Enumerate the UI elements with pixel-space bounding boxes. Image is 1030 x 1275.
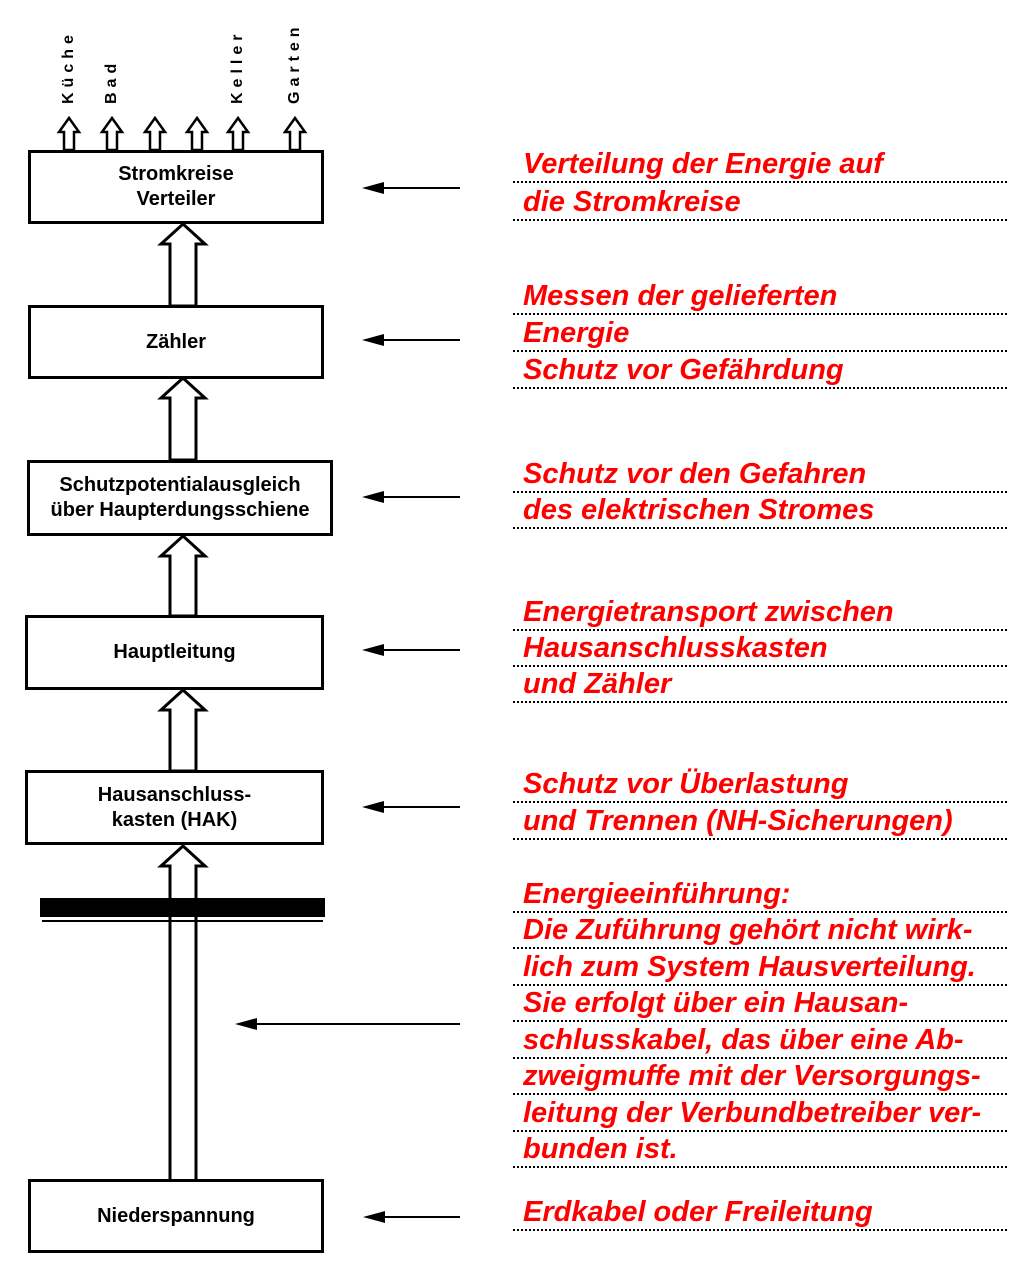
circuit-label-kueche: Küche <box>60 30 77 104</box>
annotation-line: bunden ist. <box>513 1132 1007 1168</box>
wall-bar-underline <box>42 920 323 922</box>
arrow-line <box>383 806 460 808</box>
annotation-line: Schutz vor Gefährdung <box>513 352 1007 389</box>
up-arrow-icon <box>157 222 209 308</box>
circuit-arrow-icon <box>99 116 125 152</box>
annotation-erdkabel: Erdkabel oder Freileitung <box>513 1193 1007 1231</box>
arrow-line <box>384 1216 460 1218</box>
annotation-line: die Stromkreise <box>513 183 1007 221</box>
box-label-line: über Haupterdungsschiene <box>50 499 310 521</box>
circuit-arrow-icon <box>56 116 82 152</box>
left-arrow-icon <box>363 1211 385 1223</box>
annotation-messen: Messen der gelieferten Energie Schutz vo… <box>513 278 1007 389</box>
arrow-line <box>383 649 460 651</box>
box-label-line: Hausanschluss- <box>97 783 252 806</box>
annotation-line: und Trennen (NH-Sicherungen) <box>513 803 1007 840</box>
annotation-line: des elektrischen Stromes <box>513 493 1007 529</box>
circuit-label-garten: Garten <box>286 22 303 104</box>
annotation-energietransport: Energietransport zwischen Hausanschlussk… <box>513 595 1007 703</box>
left-arrow-icon <box>362 801 384 813</box>
annotation-line: Messen der gelieferten <box>513 278 1007 315</box>
up-arrow-icon <box>157 534 209 618</box>
annotation-line: Erdkabel oder Freileitung <box>513 1193 1007 1231</box>
arrow-line <box>256 1023 460 1025</box>
box-hauptleitung: Hauptleitung <box>25 615 324 690</box>
annotation-line: Energie <box>513 315 1007 352</box>
box-label-line: Schutzpotentialausgleich <box>59 474 301 496</box>
up-arrow-icon <box>157 376 209 462</box>
box-label-line: Hauptleitung <box>113 641 236 663</box>
annotation-line: Die Zuführung gehört nicht wirk- <box>513 913 1007 949</box>
box-label-line: Verteiler <box>136 188 216 210</box>
annotation-line: schlusskabel, das über eine Ab- <box>513 1022 1007 1059</box>
annotation-energieeinfuehrung: Energieeinführung: Die Zuführung gehört … <box>513 876 1007 1168</box>
left-arrow-icon <box>362 644 384 656</box>
box-label-line: Niederspannung <box>97 1204 255 1227</box>
annotation-line: Energietransport zwischen <box>513 595 1007 631</box>
left-arrow-icon <box>362 491 384 503</box>
annotation-line: zweigmuffe mit der Versorgungs- <box>513 1059 1007 1095</box>
circuit-arrow-icon <box>142 116 168 152</box>
annotation-line: Schutz vor Überlastung <box>513 766 1007 803</box>
box-label-line: Stromkreise <box>118 163 234 185</box>
left-arrow-icon <box>362 182 384 194</box>
annotation-line: Sie erfolgt über ein Hausan- <box>513 986 1007 1022</box>
box-schutzpotentialausgleich: Schutzpotentialausgleich über Haupterdun… <box>27 460 333 536</box>
circuit-arrow-icon <box>282 116 308 152</box>
wall-bar <box>40 898 325 917</box>
left-arrow-icon <box>362 334 384 346</box>
annotation-verteilung: Verteilung der Energie auf die Stromkrei… <box>513 145 1007 221</box>
annotation-schutz-gefahren: Schutz vor den Gefahren des elektrischen… <box>513 457 1007 529</box>
annotation-ueberlastung: Schutz vor Überlastung und Trennen (NH-S… <box>513 766 1007 840</box>
box-label-line: Zähler <box>145 330 207 353</box>
arrow-line <box>383 496 460 498</box>
box-niederspannung: Niederspannung <box>28 1179 324 1253</box>
box-label-line: kasten (HAK) <box>111 808 238 831</box>
annotation-line: lich zum System Hausverteilung. <box>513 949 1007 986</box>
arrow-line <box>383 339 460 341</box>
left-arrow-icon <box>235 1018 257 1030</box>
supply-cable-up-arrow-icon <box>157 844 209 1184</box>
box-stromkreise-verteiler: Stromkreise Verteiler <box>28 150 324 224</box>
annotation-line: Verteilung der Energie auf <box>513 145 1007 183</box>
annotation-line: Hausanschlusskasten <box>513 631 1007 667</box>
annotation-line: leitung der Verbundbetreiber ver- <box>513 1095 1007 1132</box>
annotation-line: Energieeinführung: <box>513 876 1007 913</box>
circuit-label-bad: Bad <box>103 58 120 104</box>
annotation-line: und Zähler <box>513 667 1007 703</box>
circuit-arrow-icon <box>184 116 210 152</box>
up-arrow-icon <box>157 688 209 773</box>
box-hausanschlusskasten: Hausanschluss- kasten (HAK) <box>25 770 324 845</box>
annotation-line: Schutz vor den Gefahren <box>513 457 1007 493</box>
arrow-line <box>383 187 460 189</box>
circuit-label-keller: Keller <box>229 29 246 104</box>
circuit-arrow-icon <box>225 116 251 152</box>
box-zaehler: Zähler <box>28 305 324 379</box>
